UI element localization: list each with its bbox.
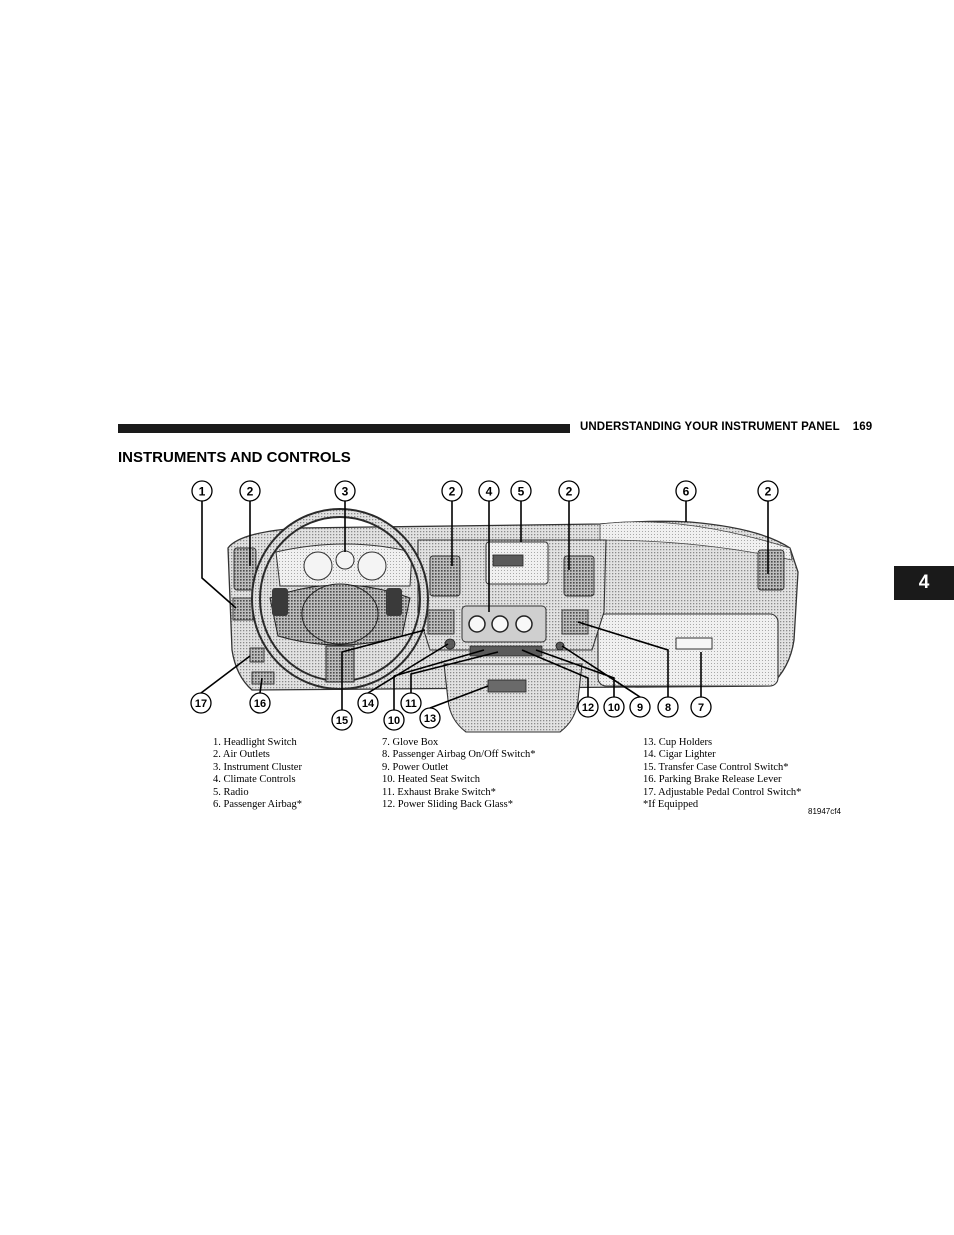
chapter-tab: 4: [894, 566, 954, 600]
legend-item: 9. Power Outlet: [382, 761, 449, 773]
callout-2: 2: [239, 480, 261, 502]
callout-8: 8: [657, 696, 679, 718]
svg-text:4: 4: [486, 485, 493, 499]
legend-item: 12. Power Sliding Back Glass*: [382, 799, 513, 811]
svg-text:2: 2: [566, 485, 573, 499]
callout-5: 5: [510, 480, 532, 502]
callouts: 1 2 3 2 4 5 2 6 2 17 16 15 14 10 11 13 1…: [190, 480, 779, 731]
legend-column-2: 7. Glove Box 8. Passenger Airbag On/Off …: [382, 737, 536, 811]
legend-item: 11. Exhaust Brake Switch*: [382, 786, 496, 798]
callout-1: 1: [191, 480, 213, 502]
callout-10: 10: [603, 696, 625, 718]
callout-17: 17: [190, 692, 212, 714]
svg-text:10: 10: [388, 715, 400, 727]
svg-text:2: 2: [765, 485, 772, 499]
legend-column-1: 1. Headlight Switch 2. Air Outlets 3. In…: [213, 737, 302, 811]
callout-12: 12: [577, 696, 599, 718]
legend-item: 6. Passenger Airbag*: [213, 799, 302, 811]
svg-text:13: 13: [424, 713, 436, 725]
legend-column-3: 13. Cup Holders 14. Cigar Lighter 15. Tr…: [643, 737, 801, 811]
legend-item: 3. Instrument Cluster: [213, 761, 302, 773]
callout-9: 9: [629, 696, 651, 718]
legend-item: 16. Parking Brake Release Lever: [643, 774, 782, 786]
callout-10: 10: [383, 709, 405, 731]
svg-text:8: 8: [665, 702, 671, 714]
svg-text:3: 3: [342, 485, 349, 499]
legend-item: *If Equipped: [643, 799, 699, 811]
callout-14: 14: [357, 692, 379, 714]
callout-11: 11: [400, 692, 422, 714]
svg-text:15: 15: [336, 715, 348, 727]
svg-text:16: 16: [254, 698, 266, 710]
callout-2: 2: [757, 480, 779, 502]
legend-item: 1. Headlight Switch: [213, 737, 297, 748]
legend-item: 10. Heated Seat Switch: [382, 774, 480, 786]
running-title: UNDERSTANDING YOUR INSTRUMENT PANEL: [580, 421, 840, 433]
callout-3: 3: [334, 480, 356, 502]
legend-item: 5. Radio: [213, 786, 249, 798]
dashboard-drawing: [227, 508, 799, 733]
legend-item: 4. Climate Controls: [213, 774, 296, 786]
page-number: 169: [852, 421, 873, 433]
legend-item: 2. Air Outlets: [213, 749, 270, 761]
callout-13: 13: [419, 707, 441, 729]
callout-2: 2: [558, 480, 580, 502]
leader-lines: [200, 500, 769, 710]
legend-item: 13. Cup Holders: [643, 737, 713, 748]
section-title: INSTRUMENTS AND CONTROLS: [118, 449, 351, 466]
svg-text:11: 11: [405, 698, 417, 710]
legend-item: 7. Glove Box: [382, 737, 439, 748]
svg-text:6: 6: [683, 485, 690, 499]
svg-text:14: 14: [362, 698, 375, 710]
legend-item: 15. Transfer Case Control Switch*: [643, 761, 789, 773]
svg-text:12: 12: [582, 702, 594, 714]
svg-text:9: 9: [637, 702, 643, 714]
running-head: UNDERSTANDING YOUR INSTRUMENT PANEL 169: [580, 421, 872, 433]
svg-text:17: 17: [195, 698, 207, 710]
callout-7: 7: [690, 696, 712, 718]
svg-text:10: 10: [608, 702, 620, 714]
svg-text:2: 2: [247, 485, 254, 499]
legend-item: 14. Cigar Lighter: [643, 749, 716, 761]
callout-16: 16: [249, 692, 271, 714]
callout-15: 15: [331, 709, 353, 731]
svg-text:5: 5: [518, 485, 525, 499]
svg-text:2: 2: [449, 485, 456, 499]
legend-item: 8. Passenger Airbag On/Off Switch*: [382, 749, 536, 761]
callout-2: 2: [441, 480, 463, 502]
callout-4: 4: [478, 480, 500, 502]
svg-text:1: 1: [199, 485, 206, 499]
callout-6: 6: [675, 480, 697, 502]
svg-text:7: 7: [698, 702, 704, 714]
figure-code: 81947cf4: [808, 807, 841, 816]
header-rule: [118, 424, 570, 433]
legend-item: 17. Adjustable Pedal Control Switch*: [643, 786, 802, 798]
